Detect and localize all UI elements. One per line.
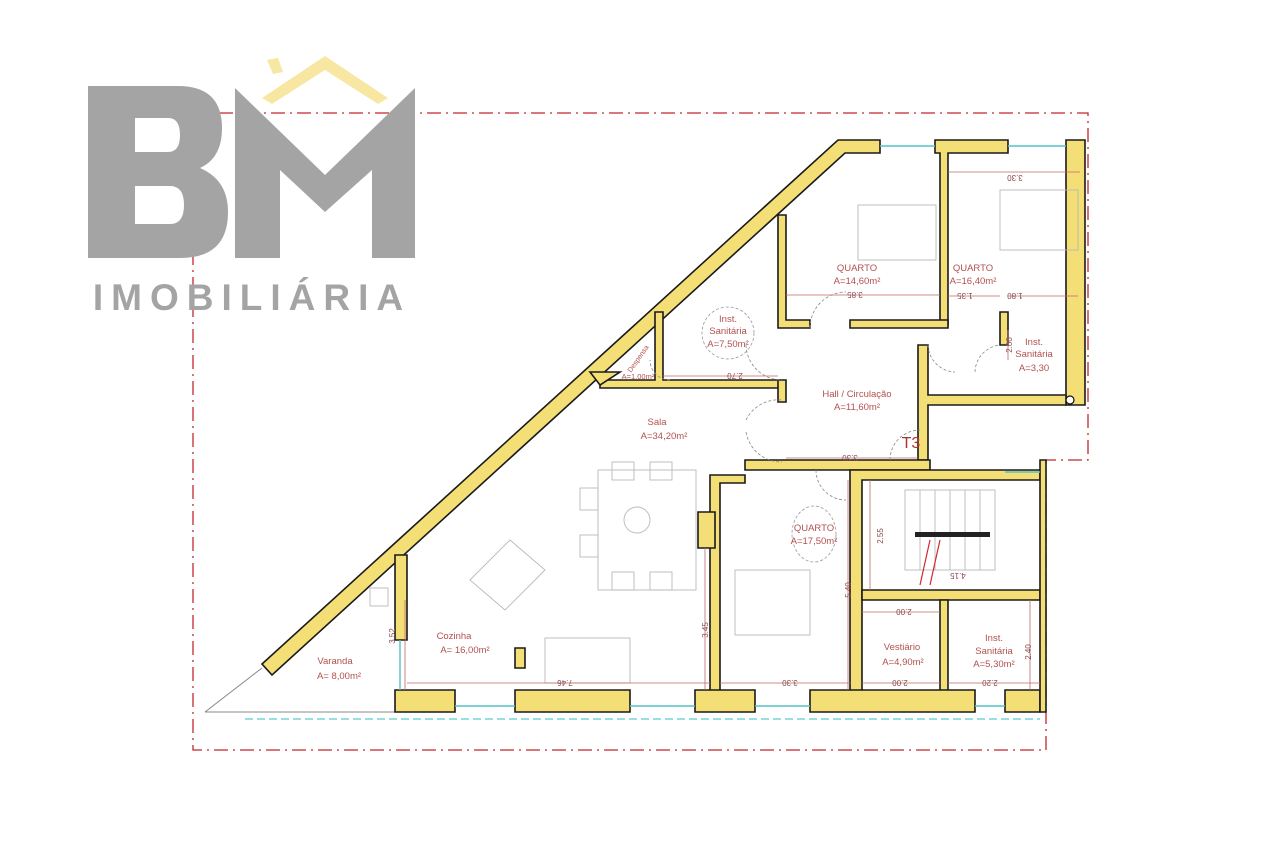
windows <box>399 145 1066 707</box>
svg-text:2.20: 2.20 <box>982 678 998 687</box>
svg-text:A=7,50m²: A=7,50m² <box>707 339 748 350</box>
svg-text:1.80: 1.80 <box>1007 291 1023 300</box>
svg-text:Varanda: Varanda <box>317 656 353 667</box>
svg-text:A=3,30: A=3,30 <box>1019 363 1049 374</box>
svg-text:Hall / Circulação: Hall / Circulação <box>822 389 891 400</box>
svg-text:QUARTO: QUARTO <box>794 523 834 534</box>
room-quarto-2: QUARTO A=16,40m² <box>950 263 997 287</box>
svg-text:2.70: 2.70 <box>727 371 743 380</box>
svg-text:2.00: 2.00 <box>896 607 912 616</box>
svg-text:Sanitária: Sanitária <box>975 646 1013 657</box>
svg-text:2.00: 2.00 <box>1005 337 1014 353</box>
svg-text:3.85: 3.85 <box>847 290 863 299</box>
svg-text:A=16,40m²: A=16,40m² <box>950 276 997 287</box>
svg-text:7.46: 7.46 <box>557 678 573 687</box>
svg-text:3.30: 3.30 <box>1007 173 1023 182</box>
svg-text:2.40: 2.40 <box>1024 644 1033 660</box>
svg-text:5.40: 5.40 <box>844 582 853 598</box>
svg-text:Vestiário: Vestiário <box>884 642 920 653</box>
walls <box>260 139 1086 713</box>
svg-text:3.52: 3.52 <box>388 628 397 644</box>
svg-text:QUARTO: QUARTO <box>837 263 877 274</box>
svg-text:QUARTO: QUARTO <box>953 263 993 274</box>
furniture <box>369 189 1079 684</box>
stair-handrail <box>915 532 990 537</box>
bm-imobiliaria-logo: IMOBILIÁRIA <box>88 56 415 318</box>
svg-text:Sanitária: Sanitária <box>709 326 747 337</box>
logo-roof-chimney <box>267 58 283 74</box>
varanda-outline <box>204 667 400 713</box>
svg-text:3.45: 3.45 <box>701 622 710 638</box>
logo-subtitle: IMOBILIÁRIA <box>93 277 411 318</box>
svg-text:A= 8,00m²: A= 8,00m² <box>317 671 361 682</box>
svg-text:A=5,30m²: A=5,30m² <box>973 659 1014 670</box>
svg-text:1.35: 1.35 <box>957 291 973 300</box>
svg-text:A=17,50m²: A=17,50m² <box>791 536 838 547</box>
svg-text:Sala: Sala <box>647 417 667 428</box>
svg-text:A= 16,00m²: A= 16,00m² <box>440 645 489 656</box>
svg-text:Sanitária: Sanitária <box>1015 349 1053 360</box>
svg-text:Cozinha: Cozinha <box>437 631 473 642</box>
svg-text:A=14,60m²: A=14,60m² <box>834 276 881 287</box>
logo-letter-m <box>235 88 415 258</box>
dimension-labels: 3.30 3.85 1.35 1.80 2.70 3.30 2.55 4.15 … <box>388 173 1033 687</box>
doors <box>649 291 1001 501</box>
logo-letter-b <box>88 86 228 258</box>
room-quarto-3: QUARTO A=17,50m² <box>791 523 838 547</box>
room-cozinha: Cozinha A= 16,00m² <box>437 631 490 656</box>
svg-text:2.55: 2.55 <box>876 528 885 544</box>
svg-text:A=1,00m²: A=1,00m² <box>622 372 655 381</box>
room-quarto-1: QUARTO A=14,60m² <box>834 263 881 287</box>
svg-text:Inst.: Inst. <box>719 314 737 325</box>
svg-text:A=34,20m²: A=34,20m² <box>641 431 688 442</box>
room-varanda: Varanda A= 8,00m² <box>317 656 361 682</box>
svg-text:A=11,60m²: A=11,60m² <box>834 402 880 413</box>
logo-roof <box>262 56 388 104</box>
unit-label: T3 <box>902 435 921 452</box>
svg-text:4.15: 4.15 <box>950 571 966 580</box>
svg-text:A=4,90m²: A=4,90m² <box>882 657 923 668</box>
svg-text:3.30: 3.30 <box>842 453 858 462</box>
svg-text:2.00: 2.00 <box>892 678 908 687</box>
svg-text:3.30: 3.30 <box>782 678 798 687</box>
svg-text:Inst.: Inst. <box>985 633 1003 644</box>
svg-text:Inst.: Inst. <box>1025 337 1043 348</box>
dimension-lines <box>404 171 1080 690</box>
